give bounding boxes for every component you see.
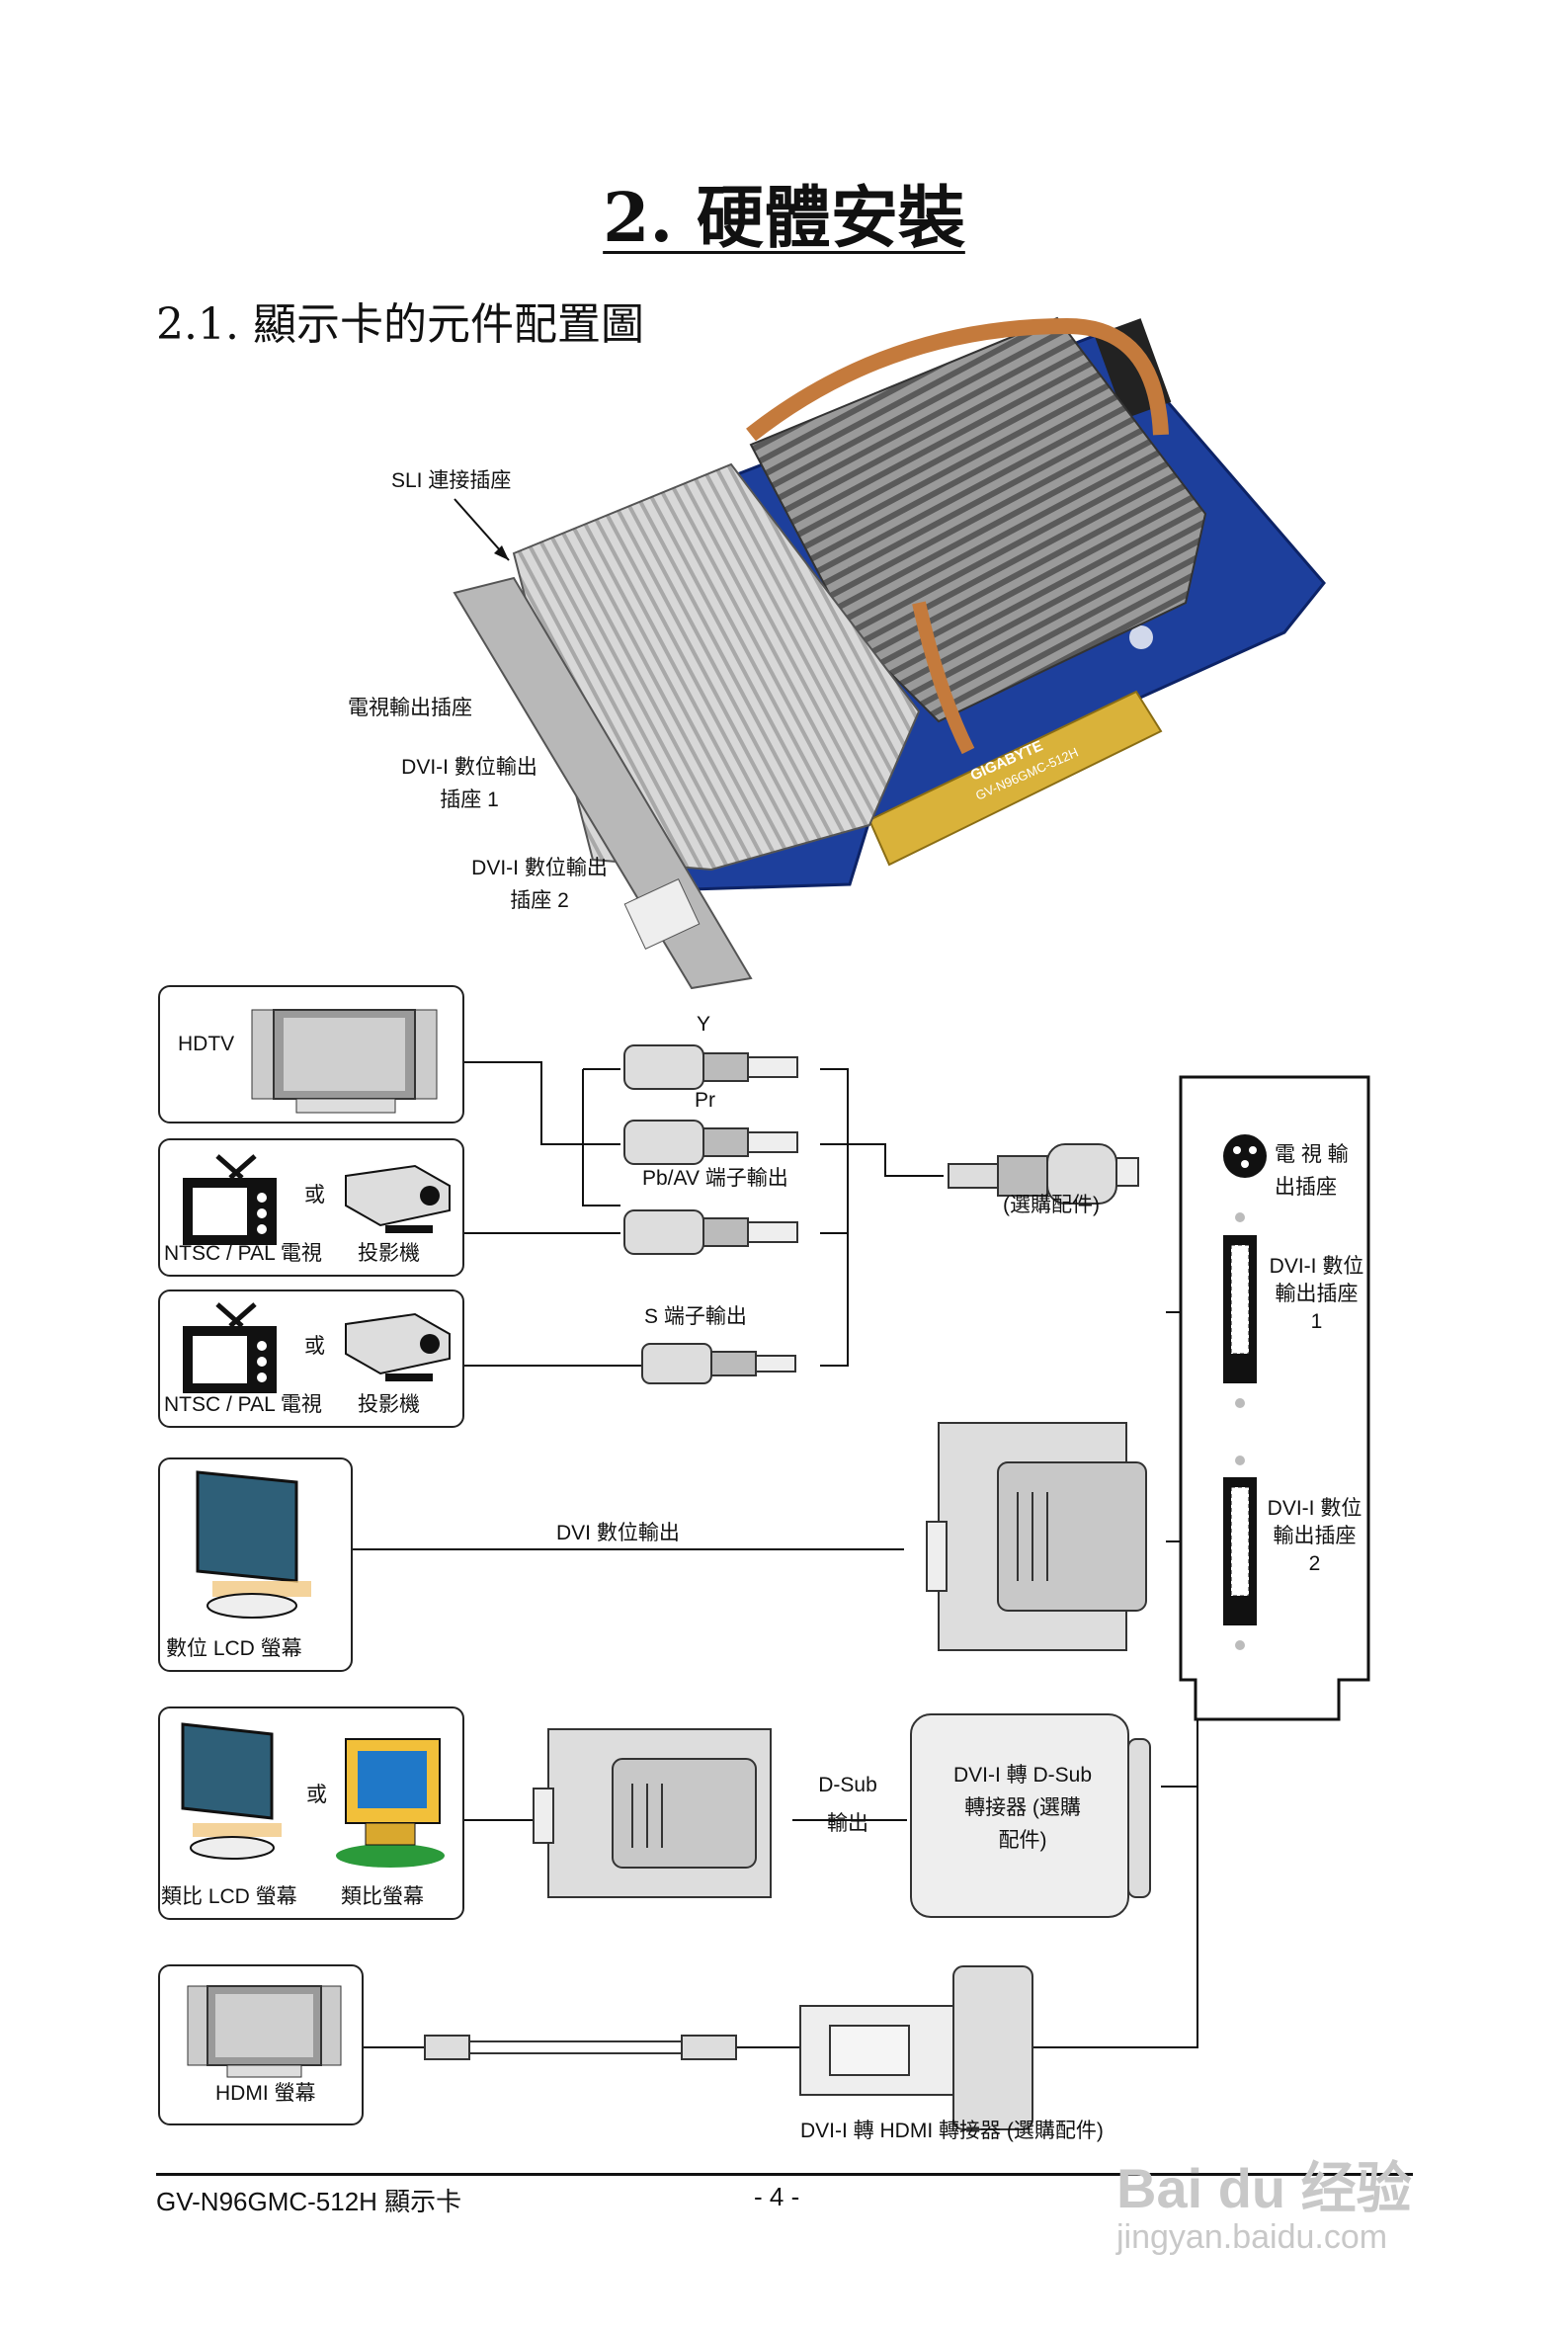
dsub-plug-icon [533,1728,772,1898]
pb-av-label: Pb/AV 端子輸出 [642,1167,788,1190]
projector-label-1: 投影機 [358,1242,420,1265]
page-title: 2. 硬體安裝 [603,179,965,258]
analog-crt-label: 類比螢幕 [341,1885,424,1908]
or-label-1: 或 [304,1184,325,1207]
dvi-hdmi-adapter-icon [799,1965,1033,2130]
sli-connector-label: SLI 連接插座 [391,469,512,492]
dvi2-label: DVI-I 數位輸出插座 2 [471,857,608,912]
tv-out-label: 電視輸出插座 [348,697,472,719]
watermark-url: jingyan.baidu.com [1116,2218,1388,2256]
hdmi-cable-icon [424,2035,737,2060]
component-plugs [623,1044,798,1255]
footer-model: GV-N96GMC-512H 顯示卡 [156,2187,462,2216]
projector-label-2: 投影機 [358,1393,420,1416]
dvi-digital-out-label: DVI 數位輸出 [556,1522,680,1544]
s-video-plug [641,1343,796,1384]
s-video-label: S 端子輸出 [644,1305,747,1328]
hdtv-label: HDTV [178,1033,235,1055]
dvi-dsub-adapter-icon [910,1713,1151,1918]
y-label: Y [697,1013,711,1036]
graphics-card: GIGABYTE GV-N96GMC-512H [453,316,1326,990]
section-heading: 2.1. 顯示卡的元件配置圖 [156,299,644,350]
optional-tv-cable-label: (選購配件) [1003,1194,1100,1216]
or-label-3: 或 [306,1784,327,1806]
tv-out-cable-plug [948,1143,1139,1205]
hdmi-monitor-label: HDMI 螢幕 [215,2082,316,2105]
page-number: - 4 - [754,2182,800,2211]
card-bracket [1179,1075,1370,1721]
connection-lines [349,1061,1198,2048]
dvi1-label: DVI-I 數位輸出插座 1 [401,756,537,811]
or-label-2: 或 [304,1335,325,1358]
analog-lcd-label: 類比 LCD 螢幕 [161,1885,297,1908]
footer-rule [156,2173,1413,2176]
ntsc-tv-label-2: NTSC / PAL 電視 [164,1393,322,1416]
dvi-plug-icon [926,1422,1147,1651]
bracket-tv-out-label: 電 視 輸出插座 [1275,1143,1349,1199]
watermark-logo: Bai du 经验 [1116,2157,1412,2219]
dvi-hdmi-adapter-label: DVI-I 轉 HDMI 轉接器 (選購配件) [800,2120,1104,2142]
ntsc-tv-label-1: NTSC / PAL 電視 [164,1242,322,1265]
pr-label: Pr [695,1089,715,1112]
digital-lcd-label: 數位 LCD 螢幕 [166,1637,302,1660]
